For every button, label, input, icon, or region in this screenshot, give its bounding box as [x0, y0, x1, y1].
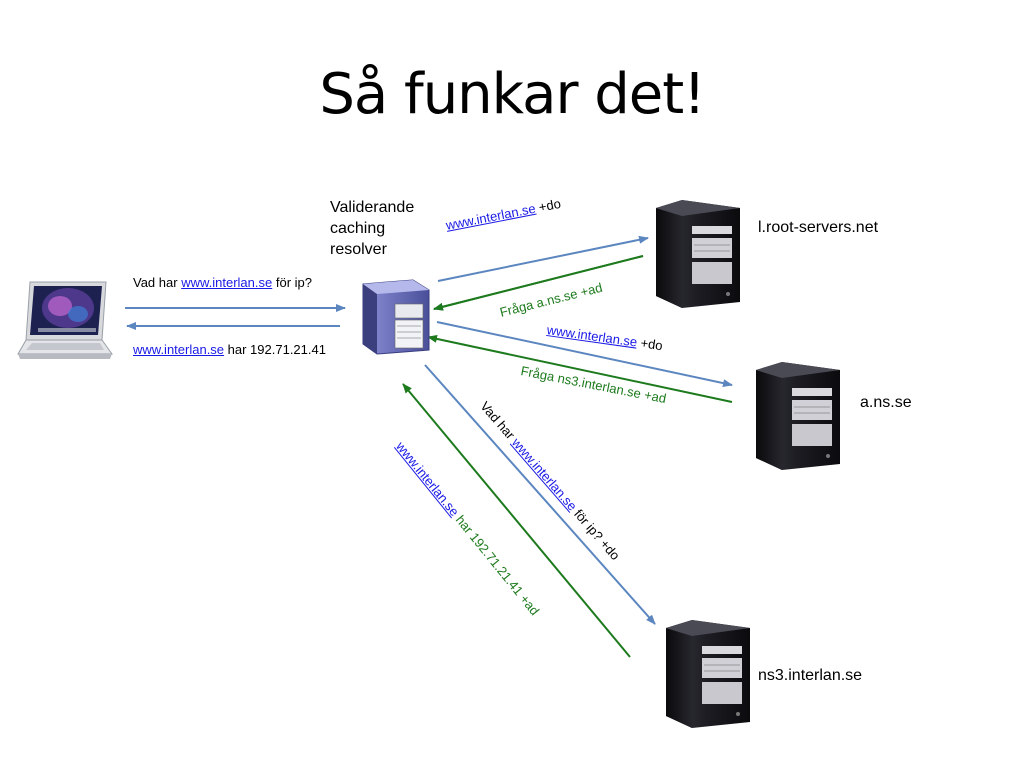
- server-icon: [756, 362, 840, 470]
- arrow-ns3-reply: [402, 383, 631, 658]
- server-icon: [666, 620, 750, 728]
- ans-server-label: a.ns.se: [860, 394, 912, 411]
- client-query-post: för ip?: [272, 275, 312, 290]
- resolver-label-line1: Validerande: [330, 199, 415, 216]
- ns3-server-label: ns3.interlan.se: [758, 667, 863, 684]
- client-reply-label: www.interlan.se har 192.71.21.41: [133, 342, 326, 357]
- root-server-label: l.root-servers.net: [758, 219, 879, 236]
- server-icon: [656, 200, 740, 308]
- resolver-label-line3: resolver: [330, 241, 387, 258]
- client-reply-link[interactable]: www.interlan.se: [133, 342, 225, 357]
- resolver-label-line2: caching: [330, 220, 386, 237]
- arrow-ns3-query: [424, 364, 656, 625]
- laptop-icon: [17, 281, 113, 359]
- client-reply-post: har 192.71.21.41: [224, 342, 326, 357]
- resolver-label: Validerande caching resolver: [330, 197, 414, 260]
- page-title: Så funkar det!: [319, 62, 705, 127]
- client-query-pre: Vad har: [133, 275, 182, 290]
- arrow-root-query: [437, 235, 649, 282]
- arrow-ans-query: [436, 321, 733, 388]
- client-query-label: Vad har www.interlan.se för ip?: [133, 275, 312, 290]
- arrow-ans-reply: [427, 334, 733, 403]
- client-query-link[interactable]: www.interlan.se: [181, 275, 273, 290]
- resolver-server-icon: [362, 279, 430, 355]
